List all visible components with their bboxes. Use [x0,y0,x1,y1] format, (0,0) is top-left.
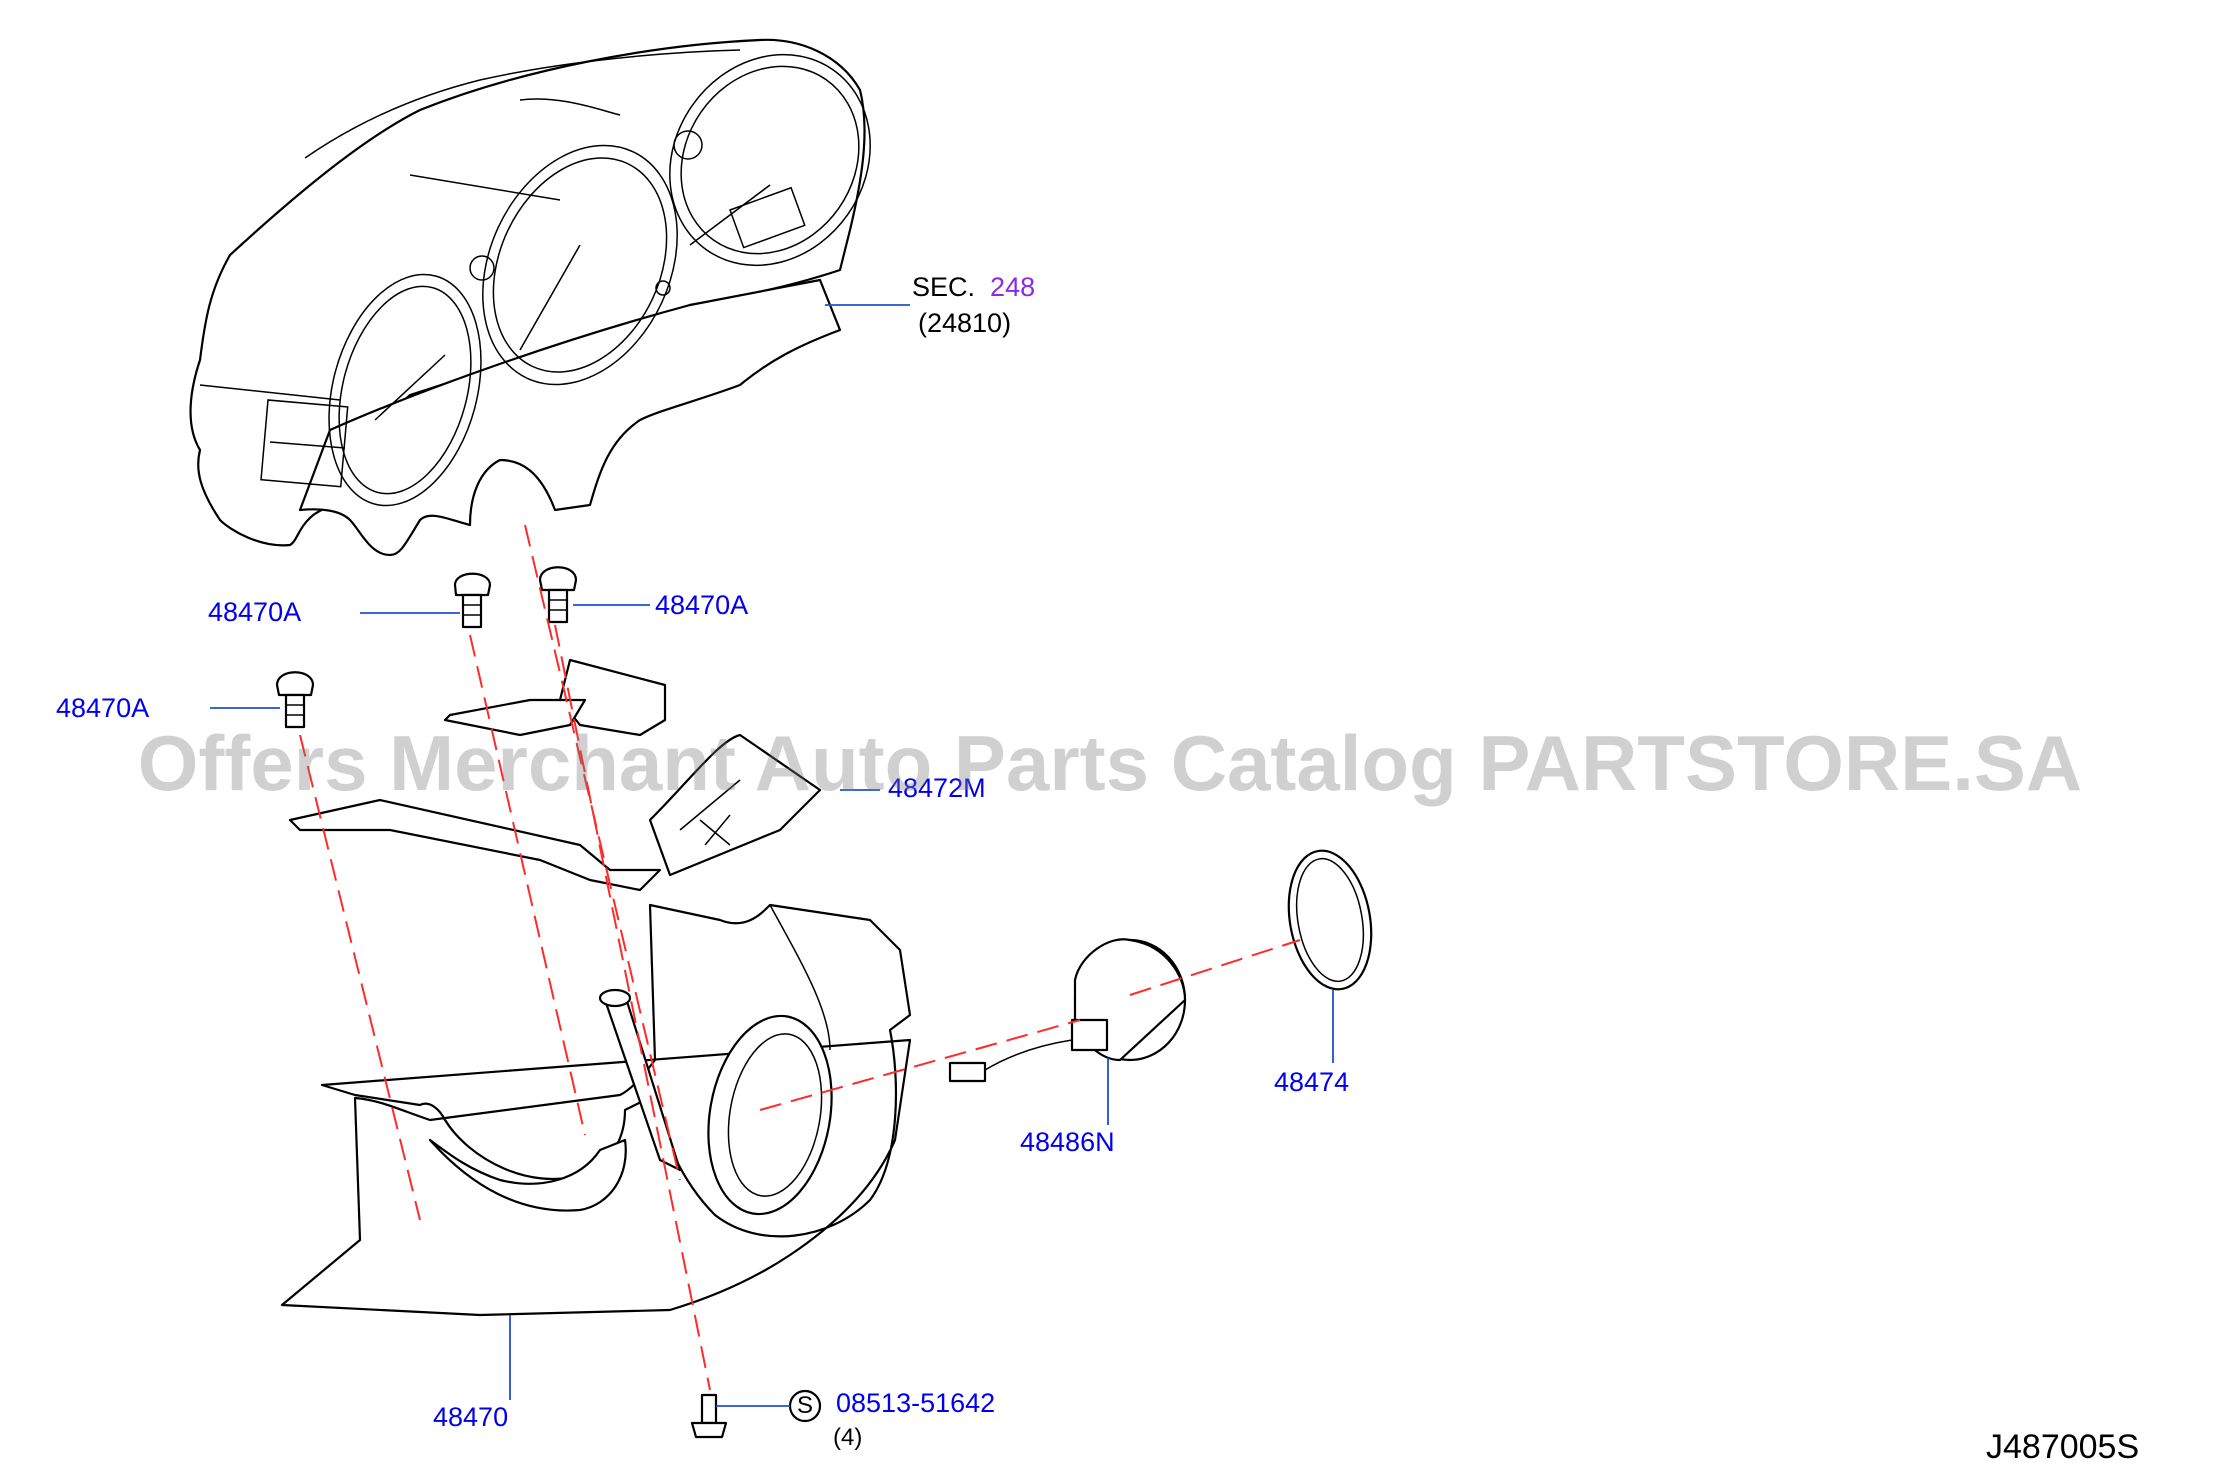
callout-bracket-48472m[interactable]: 48472M [888,773,986,803]
screw-08513-51642 [690,1389,822,1439]
lower-cover-48470 [280,903,912,1317]
section-ref[interactable]: SEC. 248 [912,272,1035,303]
switch-48486n [948,938,1187,1083]
callout-cover-48470[interactable]: 48470 [433,1402,509,1432]
leader-lines [210,304,1334,1407]
screw-quantity: (4) [833,1424,863,1451]
bolt-48470a-left [275,671,315,729]
instrument-cluster [189,38,871,557]
callout-switch-48486n[interactable]: 48486N [1020,1127,1115,1157]
bracket-48472m [288,658,822,892]
drawing-id: J487005S [1986,1428,2140,1466]
bolt-48470a-right [538,566,578,624]
callout-ring-48474[interactable]: 48474 [1274,1067,1350,1097]
bolt-48470a-mid [453,572,492,629]
callout-bolt-48470a-left[interactable]: 48470A [56,693,150,723]
assembly-lines [299,524,1301,1391]
callout-bolt-48470a-mid[interactable]: 48470A [208,597,302,627]
section-ref-number: 248 [990,272,1036,302]
clip-symbol-label: S [797,1392,814,1419]
callout-screw-08513-51642[interactable]: 08513-51642 [836,1388,996,1418]
section-ref-part: (24810) [918,308,1012,338]
watermark-text: Offers Merchant Auto Parts Catalog PARTS… [137,719,2083,807]
section-ref-prefix: SEC. [912,272,976,302]
ring-48474 [1287,849,1373,991]
callout-bolt-48470a-right[interactable]: 48470A [655,590,749,620]
